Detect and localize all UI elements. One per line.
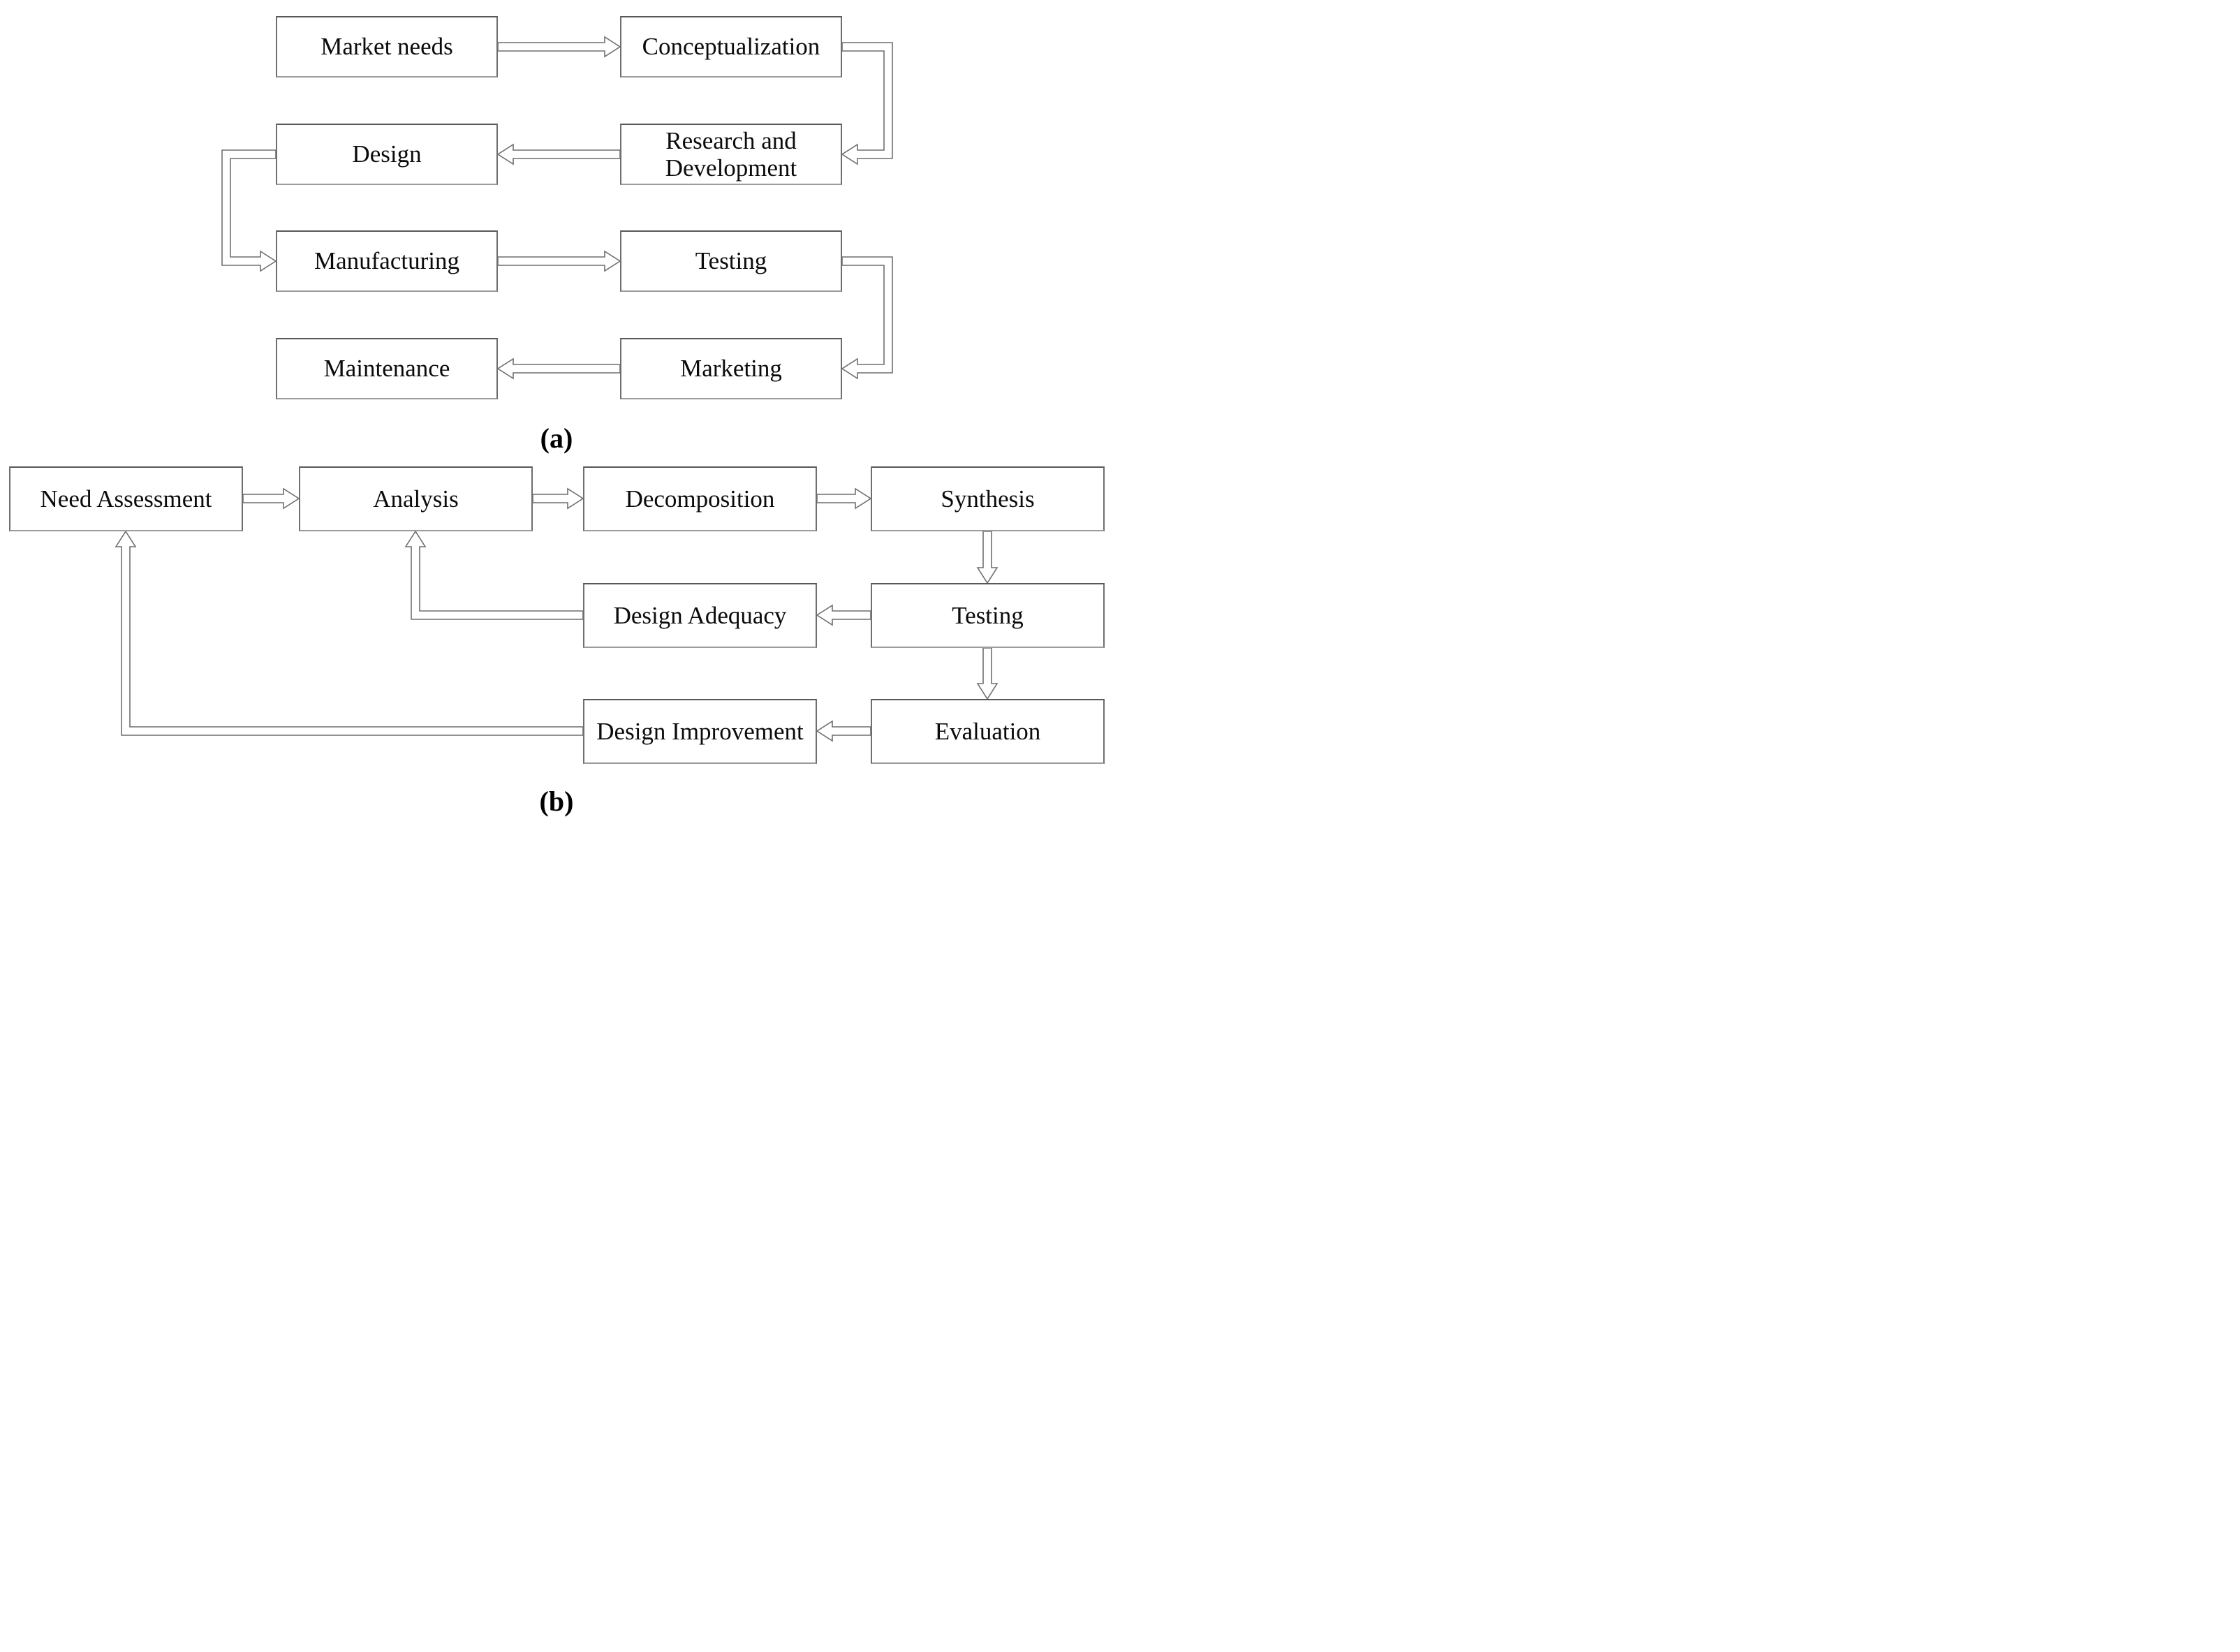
node-need-assessment: Need Assessment — [9, 466, 243, 531]
edge-evaluation-to-design-improvement — [816, 720, 871, 742]
node-conceptualization: Conceptualization — [620, 16, 842, 78]
node-evaluation: Evaluation — [871, 699, 1105, 764]
edge-design-adequacy-to-analysis — [404, 530, 584, 620]
node-design-adequacy: Design Adequacy — [583, 583, 817, 648]
edge-manufacturing-to-testing — [497, 250, 621, 272]
edge-testing-to-design-adequacy — [816, 604, 871, 626]
panel-a-caption: (a) — [540, 422, 573, 454]
figure-canvas: Market needs Conceptualization Design Re… — [0, 0, 1120, 826]
node-testing-b: Testing — [871, 583, 1105, 648]
node-decomposition: Decomposition — [583, 466, 817, 531]
node-design: Design — [276, 124, 498, 185]
edge-conceptualization-to-research-and-development — [841, 42, 893, 165]
edge-testing-to-marketing — [841, 256, 893, 380]
edge-marketing-to-maintenance — [496, 357, 621, 380]
edge-market-needs-to-conceptualization — [497, 36, 621, 58]
node-research-and-development: Research and Development — [620, 124, 842, 185]
edge-research-and-development-to-design — [496, 143, 621, 165]
node-maintenance: Maintenance — [276, 338, 498, 399]
edge-synthesis-to-testing — [976, 531, 999, 584]
edge-testing-to-evaluation — [976, 647, 999, 700]
edge-analysis-to-decomposition — [532, 487, 584, 510]
node-manufacturing: Manufacturing — [276, 230, 498, 292]
edge-design-to-manufacturing — [221, 149, 277, 272]
edge-design-improvement-to-need-assessment — [115, 530, 584, 736]
node-testing-a: Testing — [620, 230, 842, 292]
edge-need-assessment-to-analysis — [242, 487, 300, 510]
panel-b-caption: (b) — [539, 786, 574, 817]
node-marketing: Marketing — [620, 338, 842, 399]
node-market-needs: Market needs — [276, 16, 498, 78]
node-analysis: Analysis — [299, 466, 533, 531]
node-design-improvement: Design Improvement — [583, 699, 817, 764]
node-synthesis: Synthesis — [871, 466, 1105, 531]
edge-decomposition-to-synthesis — [816, 487, 872, 510]
connector-layer — [115, 36, 999, 742]
